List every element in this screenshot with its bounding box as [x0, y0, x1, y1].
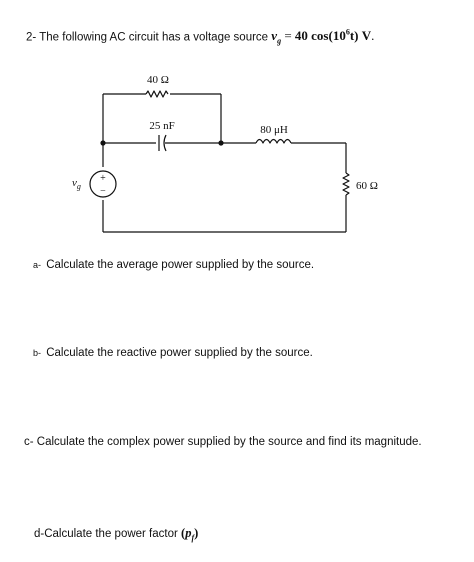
- source-amplitude: 40: [294, 28, 308, 44]
- source-unit: V: [361, 28, 372, 44]
- part-d-text: d-Calculate the power factor: [34, 528, 178, 540]
- resistor-60-label: 60 Ω: [356, 180, 378, 192]
- resistor-60-symbol: [342, 172, 350, 196]
- source-minus-sign: −: [100, 186, 106, 197]
- junction-node-right: [218, 140, 224, 146]
- part-a: a- Calculate the average power supplied …: [33, 259, 314, 271]
- part-a-text: Calculate the average power supplied by …: [46, 259, 315, 271]
- part-c: c- Calculate the complex power supplied …: [24, 436, 422, 448]
- source-label: vg: [72, 177, 81, 191]
- part-b-prefix: b-: [33, 348, 42, 358]
- part-b-text: Calculate the reactive power supplied by…: [46, 347, 313, 359]
- capacitor-plate-right: [163, 134, 167, 152]
- junction-node-left: [100, 140, 106, 146]
- part-b: b- Calculate the reactive power supplied…: [33, 347, 313, 359]
- question-number: 2-: [26, 31, 37, 44]
- inductor-80uh-label: 80 μH: [260, 124, 288, 136]
- frequency-exponent: 6: [345, 28, 350, 37]
- source-function: cos(106t): [311, 28, 359, 44]
- source-plus-sign: +: [100, 173, 106, 184]
- part-c-text: c- Calculate the complex power supplied …: [24, 436, 422, 448]
- part-d: d-Calculate the power factor (pf): [34, 526, 198, 543]
- source-variable: v: [271, 28, 278, 44]
- question-statement: 2- The following AC circuit has a voltag…: [26, 28, 374, 46]
- question-text: The following AC circuit has a voltage s…: [39, 31, 269, 44]
- voltage-source-circle: [89, 170, 117, 198]
- equals-sign: =: [284, 28, 292, 44]
- source-variable-subscript: g: [277, 36, 282, 46]
- part-a-prefix: a-: [33, 260, 42, 270]
- resistor-40-symbol: [145, 90, 169, 98]
- power-factor-symbol: (pf): [181, 526, 199, 543]
- resistor-40-label: 40 Ω: [147, 74, 169, 86]
- inductor-coil-symbol: [255, 138, 292, 144]
- source-equation: vg = 40 cos(106t) V.: [271, 28, 375, 46]
- capacitor-25nf-label: 25 nF: [149, 120, 174, 132]
